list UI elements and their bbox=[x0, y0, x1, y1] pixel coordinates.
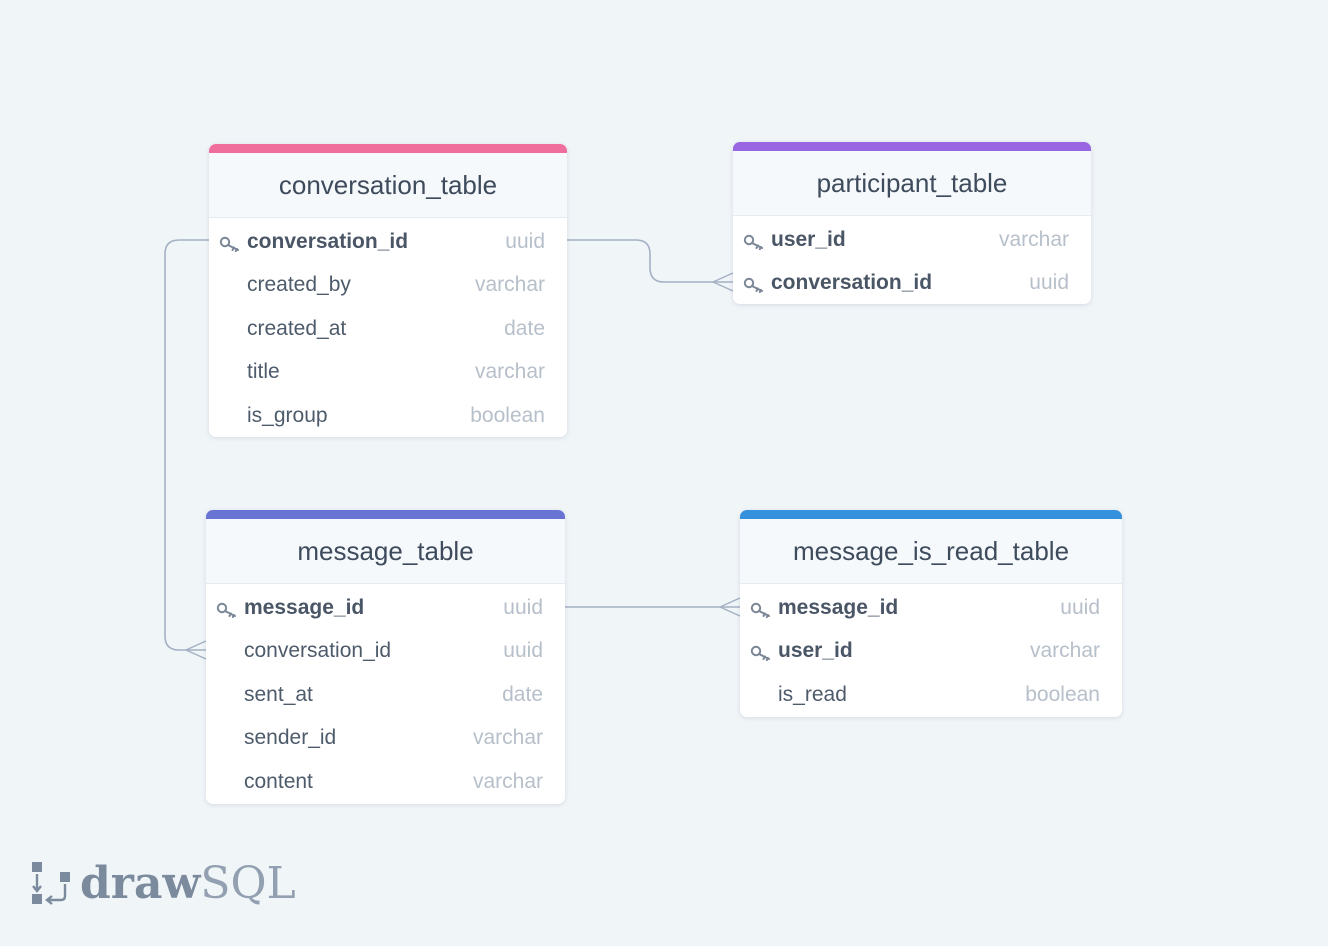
column-type: uuid bbox=[503, 639, 543, 663]
relation-conversation-participant[interactable] bbox=[567, 239, 733, 283]
column-list: user_id varchar conversation_id uuid bbox=[733, 216, 1091, 304]
table-title[interactable]: message_is_read_table bbox=[740, 519, 1122, 584]
crowfoot-participant-icon bbox=[711, 272, 734, 292]
column-name: is_read bbox=[778, 682, 847, 706]
column-type: uuid bbox=[1029, 271, 1069, 295]
logo-text-sql: SQL bbox=[200, 857, 296, 909]
crowfoot-message-icon bbox=[184, 640, 207, 660]
column-name: content bbox=[244, 769, 313, 793]
column-row-content[interactable]: content varchar bbox=[206, 760, 565, 804]
column-type: uuid bbox=[505, 229, 545, 253]
column-name: sender_id bbox=[244, 726, 337, 750]
column-row-sender-id[interactable]: sender_id varchar bbox=[206, 717, 565, 761]
column-name: title bbox=[247, 360, 280, 384]
column-type: date bbox=[504, 316, 545, 340]
column-name: conversation_id bbox=[771, 271, 933, 295]
drawsql-logo: draw SQL bbox=[30, 857, 296, 909]
crowfoot-isread-icon bbox=[718, 597, 741, 617]
primary-key-icon bbox=[750, 643, 772, 662]
column-row-message-id[interactable]: message_id uuid bbox=[740, 586, 1122, 630]
primary-key-icon bbox=[743, 232, 765, 250]
column-row-user-id[interactable]: user_id varchar bbox=[740, 630, 1122, 674]
column-row-user-id[interactable]: user_id varchar bbox=[733, 218, 1091, 262]
table-accent-bar bbox=[209, 144, 567, 153]
drawsql-logo-icon bbox=[32, 862, 70, 905]
column-type: date bbox=[502, 682, 543, 706]
column-row-is-group[interactable]: is_group boolean bbox=[209, 394, 567, 437]
column-name: user_id bbox=[771, 227, 846, 251]
primary-key-icon bbox=[216, 600, 238, 618]
column-type: varchar bbox=[472, 769, 543, 793]
relation-conversation-message[interactable] bbox=[164, 239, 209, 651]
column-type: varchar bbox=[998, 227, 1069, 251]
column-type: boolean bbox=[1025, 682, 1100, 706]
column-name: created_by bbox=[247, 273, 351, 297]
table-participant[interactable]: participant_table user_id varchar conversat… bbox=[733, 142, 1091, 304]
column-type: uuid bbox=[1060, 595, 1100, 619]
table-accent-bar bbox=[740, 510, 1122, 519]
column-row-message-id[interactable]: message_id uuid bbox=[206, 586, 565, 630]
column-row-is-read[interactable]: is_read boolean bbox=[740, 673, 1122, 717]
primary-key-icon bbox=[750, 600, 772, 618]
column-name: sent_at bbox=[244, 682, 313, 706]
column-name: is_group bbox=[247, 403, 328, 427]
column-type: uuid bbox=[503, 595, 543, 619]
column-row-created-at[interactable]: created_at date bbox=[209, 307, 567, 351]
table-title[interactable]: participant_table bbox=[733, 151, 1091, 216]
column-row-sent-at[interactable]: sent_at date bbox=[206, 673, 565, 717]
column-row-conversation-id[interactable]: conversation_id uuid bbox=[206, 630, 565, 674]
table-title[interactable]: conversation_table bbox=[209, 153, 567, 218]
column-type: varchar bbox=[474, 273, 545, 297]
logo-text-draw: draw bbox=[80, 857, 201, 909]
column-type: boolean bbox=[470, 403, 545, 427]
column-name: user_id bbox=[778, 639, 853, 663]
primary-key-icon bbox=[743, 275, 765, 294]
column-row-conversation-id[interactable]: conversation_id uuid bbox=[733, 262, 1091, 305]
column-list: message_id uuid user_id varchar is_read boole… bbox=[740, 584, 1122, 717]
column-name: message_id bbox=[778, 595, 899, 619]
column-type: varchar bbox=[1029, 639, 1100, 663]
table-message-is-read[interactable]: message_is_read_table message_id uuid user_… bbox=[740, 510, 1122, 717]
column-row-created-by[interactable]: created_by varchar bbox=[209, 264, 567, 308]
table-accent-bar bbox=[206, 510, 565, 519]
column-name: conversation_id bbox=[247, 229, 409, 253]
column-name: message_id bbox=[244, 595, 365, 619]
column-row-conversation-id[interactable]: conversation_id uuid bbox=[209, 220, 567, 264]
column-name: conversation_id bbox=[244, 639, 392, 663]
table-title[interactable]: message_table bbox=[206, 519, 565, 584]
column-type: varchar bbox=[474, 360, 545, 384]
column-name: created_at bbox=[247, 316, 347, 340]
primary-key-icon bbox=[219, 234, 241, 252]
table-conversation[interactable]: conversation_table conversation_id uuid cre… bbox=[209, 144, 567, 437]
column-row-title[interactable]: title varchar bbox=[209, 351, 567, 395]
column-type: varchar bbox=[472, 726, 543, 750]
table-accent-bar bbox=[733, 142, 1091, 151]
